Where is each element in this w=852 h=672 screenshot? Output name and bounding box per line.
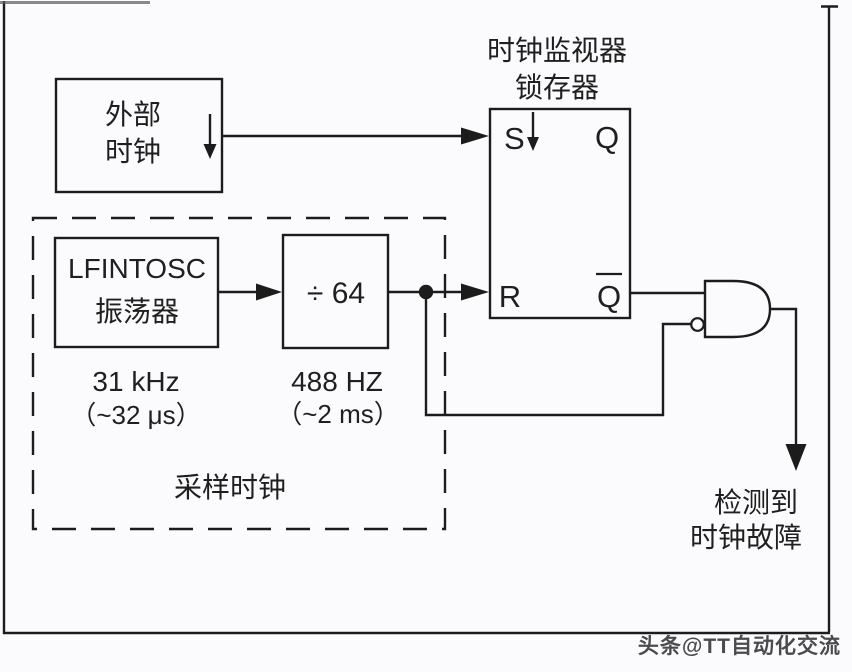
latch-title-line2: 锁存器 <box>515 72 599 103</box>
divide-by-64-label: ÷ 64 <box>307 277 365 310</box>
watermark-text: 头条@TT自动化交流 <box>638 634 841 658</box>
falling-edge-arrow-icon <box>203 114 217 159</box>
and-gate <box>690 279 772 339</box>
lfintosc-label-line2: 振荡器 <box>95 296 179 327</box>
latch-pin-r: R <box>499 279 521 314</box>
external-clock-label-line1: 外部 <box>105 99 161 130</box>
and-gate-body <box>703 279 772 339</box>
lfintosc-label-line1: LFINTOSC <box>68 253 206 284</box>
outer-border <box>0 1 838 635</box>
lfintosc-frequency-label: 31 kHz <box>92 366 179 397</box>
clock-monitor-latch-box <box>488 107 632 320</box>
latch-title-line1: 时钟监视器 <box>487 35 627 66</box>
external-clock-label-line2: 时钟 <box>105 136 161 167</box>
fail-output-label-line1: 检测到 <box>714 487 798 518</box>
wire-feedback-to-gate <box>424 292 691 417</box>
sampling-clock-label: 采样时钟 <box>174 472 286 503</box>
latch-pin-s: S <box>504 121 525 156</box>
arrowhead-to-s <box>461 127 489 145</box>
set-falling-edge-arrow-icon <box>527 112 539 151</box>
lfintosc-period-label: （~32 μs） <box>70 400 201 430</box>
latch-pin-q: Q <box>595 120 619 155</box>
arrowhead-fail-output <box>785 444 807 471</box>
fail-output-label-line2: 时钟故障 <box>690 522 802 553</box>
wires <box>218 127 807 471</box>
latch-pin-qbar: Q <box>597 279 621 314</box>
arrowhead-to-divider <box>256 283 282 301</box>
divider-period-label: （~2 ms） <box>276 399 400 429</box>
sampling-clock-dashed-box <box>31 216 447 531</box>
wire-gate-output <box>770 307 798 446</box>
arrowhead-to-r <box>461 283 489 301</box>
divider-frequency-label: 488 HZ <box>291 366 383 397</box>
inverter-bubble-icon <box>690 317 705 332</box>
